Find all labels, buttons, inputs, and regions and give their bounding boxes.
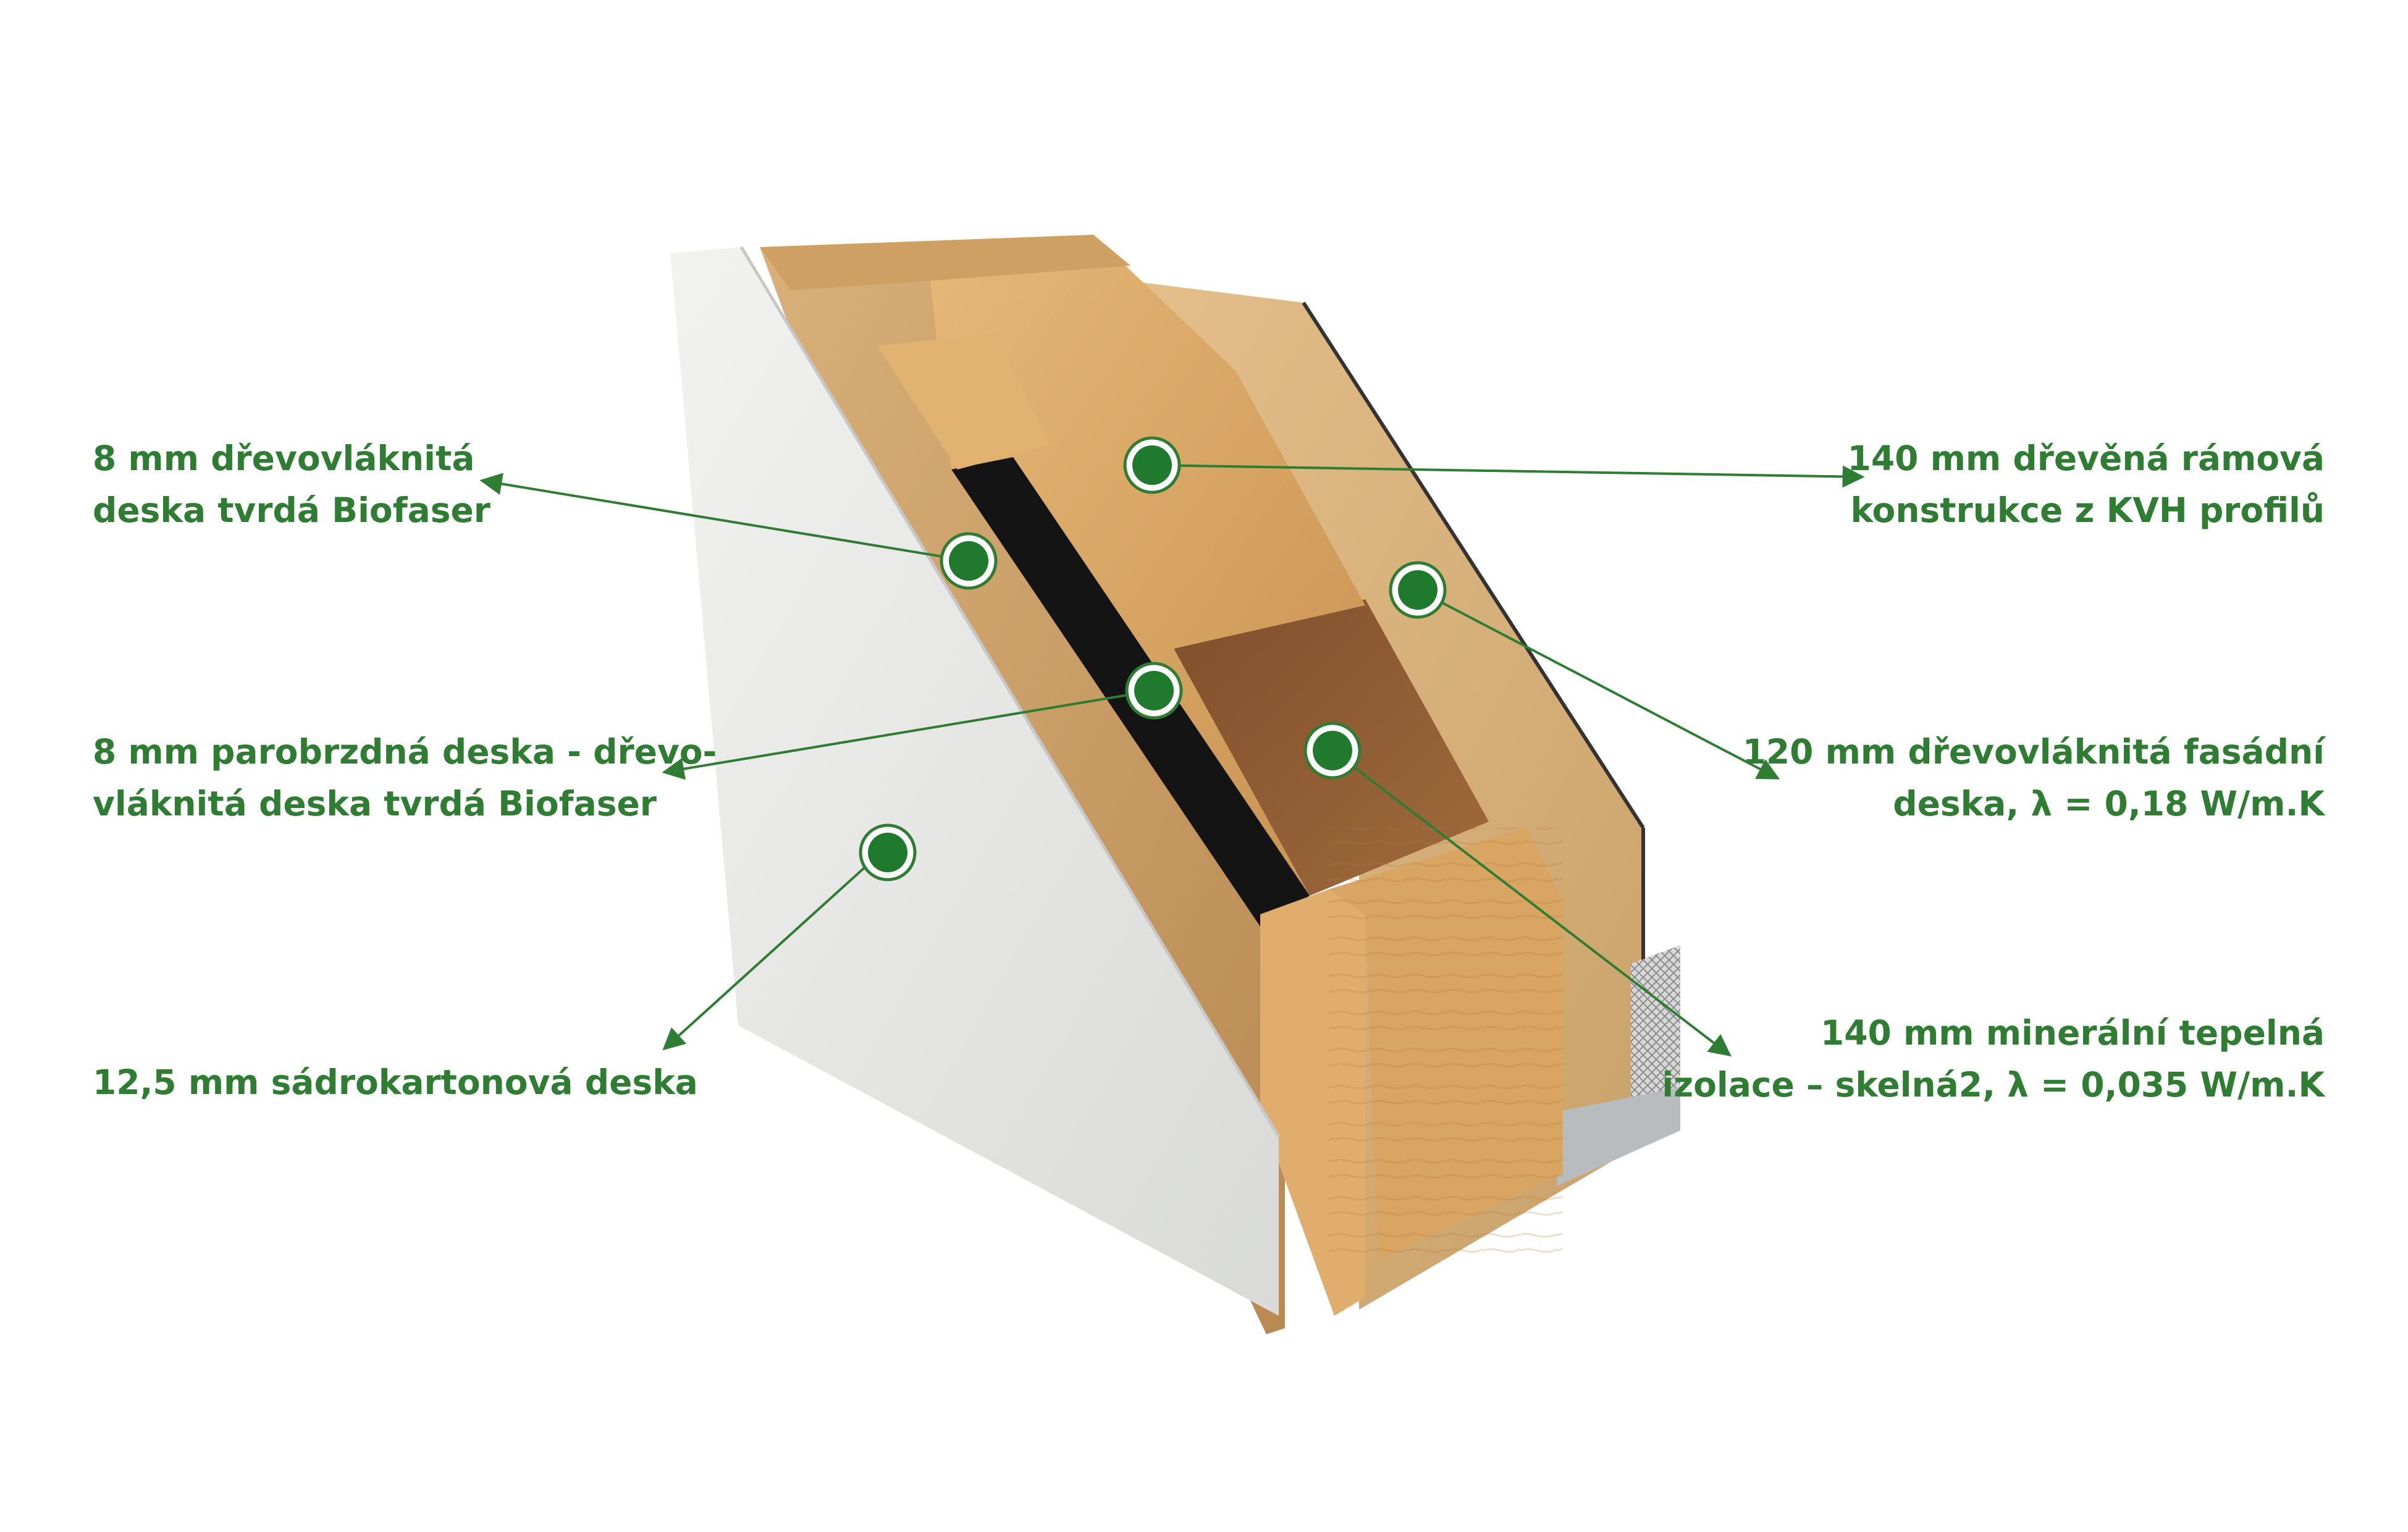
mesh-strip — [1631, 945, 1680, 1106]
drywall-shape — [670, 247, 1279, 1316]
marker-drywall[interactable] — [859, 823, 917, 882]
facade-board-edge — [1302, 301, 1645, 829]
label-timber-frame: 140 mm dřevěná rámová konstrukce z KVH p… — [1847, 439, 2325, 530]
leader-timber-frame — [1151, 464, 1865, 488]
marker-vapor-board[interactable] — [1125, 662, 1183, 720]
leader-fiberboard-inner — [479, 473, 969, 562]
marker-facade-board[interactable] — [1389, 561, 1447, 619]
label-drywall: 12,5 mm sádrokartonová deska — [93, 1063, 698, 1102]
leader-vapor-board — [662, 689, 1155, 780]
top-timber-block — [877, 334, 1050, 469]
bottom-timber-grain — [1328, 828, 1563, 1260]
label-fiberboard-inner: 8 mm dřevovláknitá deska tvrdá Biofaser — [93, 439, 490, 530]
steel-profile — [1557, 1087, 1680, 1186]
marker-fiberboard-inner[interactable] — [940, 532, 998, 590]
leader-facade-board — [1417, 589, 1780, 780]
label-facade-board: 120 mm dřevovláknitá fasádní deska, λ = … — [1742, 732, 2325, 823]
label-mineral-insulation: 140 mm minerální tepelná izolace – skeln… — [1662, 1013, 2325, 1105]
leader-mineral-insulation — [1331, 749, 1732, 1057]
top-timber-cap — [760, 235, 1130, 290]
drywall-edge — [739, 246, 1281, 1138]
leader-drywall — [662, 861, 872, 1051]
label-vapor-board: 8 mm parobrzdná deska - dřevo- vláknitá … — [93, 732, 717, 823]
marker-mineral-insulation[interactable] — [1303, 722, 1362, 780]
marker-timber-frame[interactable] — [1123, 436, 1181, 494]
